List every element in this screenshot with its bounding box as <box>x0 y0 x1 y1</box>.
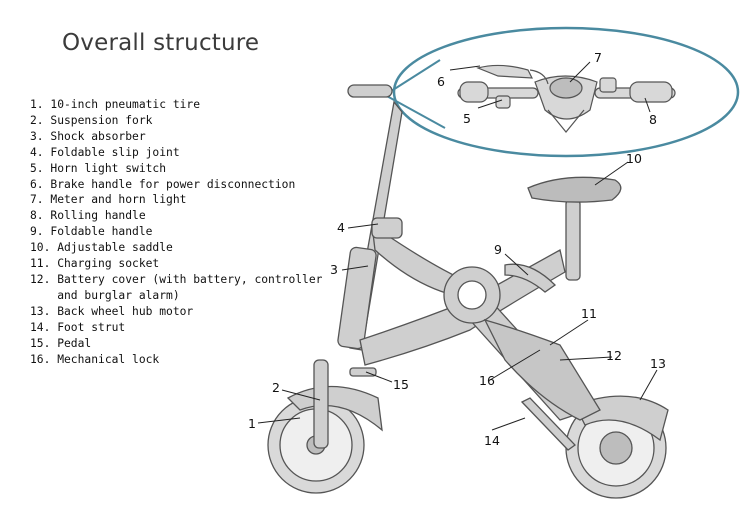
callout-16: 16 <box>479 373 495 388</box>
part-item-15: 15. Pedal <box>30 336 92 350</box>
callout-9: 9 <box>494 242 502 257</box>
callout-13: 13 <box>650 356 666 371</box>
part-item-8: 8. Rolling handle <box>30 209 146 223</box>
zoom-pointer-top <box>384 59 441 96</box>
handlebar-closeup <box>457 64 676 133</box>
callout-11: 11 <box>581 306 597 321</box>
part-item-12: 12. Battery cover (with battery, control… <box>30 272 323 286</box>
part-item-5: 5. Horn light switch <box>30 161 167 175</box>
callout-1: 1 <box>248 416 256 431</box>
bike-body <box>267 84 669 499</box>
callout-4: 4 <box>337 220 345 235</box>
part-item-3: 3. Shock absorber <box>30 129 146 143</box>
callout-5: 5 <box>463 111 471 126</box>
part-item-10: 10. Adjustable saddle <box>30 241 173 255</box>
callout-8: 8 <box>649 112 657 127</box>
callout-6: 6 <box>437 74 445 89</box>
part-item-11: 11. Charging socket <box>30 257 160 271</box>
callout-3: 3 <box>330 262 338 277</box>
part-item-4: 4. Foldable slip joint <box>30 145 180 159</box>
part-item-13: 13. Back wheel hub motor <box>30 304 194 318</box>
callout-15: 15 <box>393 377 409 392</box>
callout-12: 12 <box>606 348 622 363</box>
part-item-1: 1. 10-inch pneumatic tire <box>30 98 201 111</box>
callout-2: 2 <box>272 380 280 395</box>
parts-list: 1. 10-inch pneumatic tire 2. Suspension … <box>30 97 322 367</box>
part-item-14: 14. Foot strut <box>30 320 126 334</box>
part-item-6: 6. Brake handle for power disconnection <box>30 177 296 191</box>
callout-10: 10 <box>626 151 642 166</box>
part-item-9: 9. Foldable handle <box>30 225 153 239</box>
zoom-pointer-bottom <box>384 94 446 129</box>
part-item-12-cont: and burglar alarm) <box>30 288 180 302</box>
part-item-7: 7. Meter and horn light <box>30 193 187 207</box>
page-title: Overall structure <box>62 30 260 56</box>
leader-lines <box>257 61 658 431</box>
callout-14: 14 <box>484 433 500 448</box>
part-item-16: 16. Mechanical lock <box>30 352 160 366</box>
callout-7: 7 <box>594 50 602 65</box>
part-item-2: 2. Suspension fork <box>30 113 153 127</box>
